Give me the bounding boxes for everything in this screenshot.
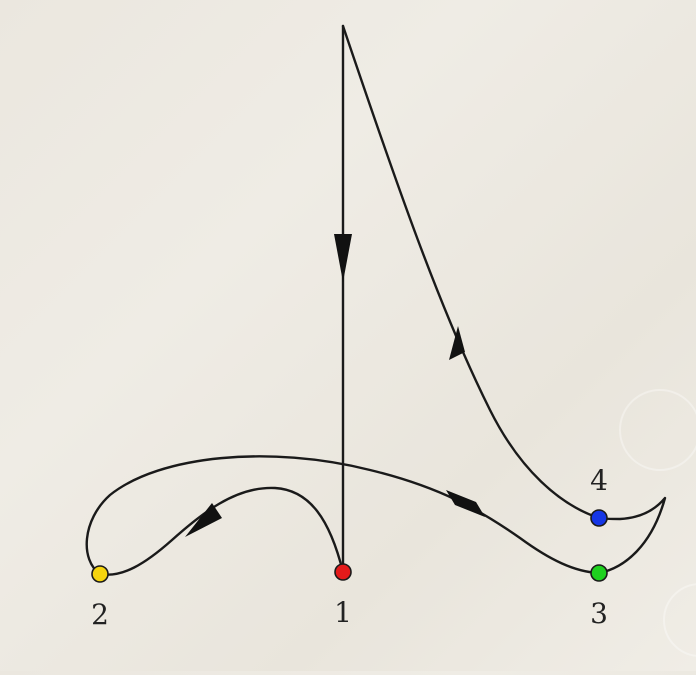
background-ring [619, 389, 696, 471]
node-1-dot [334, 563, 352, 581]
node-2-dot [91, 565, 109, 583]
background-ring [663, 583, 696, 657]
arrowhead-down [334, 234, 352, 282]
edge-1-to-2 [98, 486, 345, 576]
node-1-label: 1 [334, 596, 352, 629]
edge-2-to-3 [85, 455, 601, 576]
arrowhead-right [446, 490, 485, 517]
node-2-label: 2 [91, 598, 109, 631]
node-4-dot [590, 509, 608, 527]
arrowhead-left [185, 503, 222, 537]
edge-3-to-4 [597, 496, 667, 575]
arrowhead-up [449, 326, 465, 360]
node-4-label: 4 [590, 464, 608, 497]
node-3-label: 3 [590, 597, 608, 630]
nodes-layer: 1 2 3 4 [91, 464, 608, 631]
node-3-dot [590, 564, 608, 582]
edge-4-to-top [341, 24, 601, 520]
